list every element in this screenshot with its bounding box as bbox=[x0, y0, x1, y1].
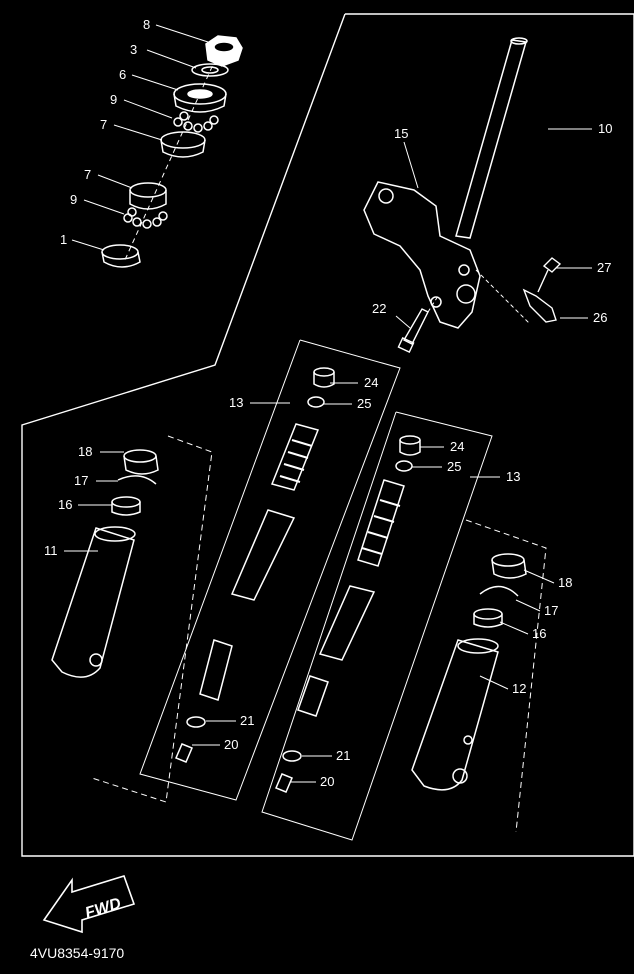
callout-12: 12 bbox=[512, 681, 526, 696]
callout-17: 17 bbox=[544, 603, 558, 618]
bracket-26 bbox=[522, 288, 557, 323]
callout-24: 24 bbox=[364, 375, 378, 390]
right-damper-piece bbox=[297, 675, 329, 717]
right-bolt-20 bbox=[275, 773, 293, 793]
dust-seal-1 bbox=[101, 244, 139, 260]
right-gasket-21 bbox=[282, 750, 302, 762]
callout-11: 11 bbox=[44, 543, 58, 558]
left-gasket-21 bbox=[186, 716, 206, 728]
right-outer-tube-12 bbox=[411, 639, 499, 791]
steering-stem-10 bbox=[455, 39, 527, 239]
right-clip-17 bbox=[479, 585, 519, 597]
assembly-border bbox=[21, 13, 634, 857]
callout-16: 16 bbox=[58, 497, 72, 512]
callout-1: 1 bbox=[60, 232, 67, 247]
fasteners bbox=[397, 257, 562, 353]
right-inner-tube bbox=[318, 585, 376, 661]
right-oil-seal-16 bbox=[473, 608, 503, 620]
lower-bearing-balls-9 bbox=[123, 207, 168, 229]
callout-7: 7 bbox=[100, 117, 107, 132]
leader-lines bbox=[64, 24, 592, 783]
right-inner-tube-parts bbox=[275, 435, 421, 793]
callout-6: 6 bbox=[119, 67, 126, 82]
right-inner-group-border bbox=[261, 411, 493, 841]
left-inner-group-border bbox=[139, 339, 401, 801]
callout-20: 20 bbox=[224, 737, 238, 752]
callout-26: 26 bbox=[593, 310, 607, 325]
right-dust-seal-18 bbox=[491, 553, 525, 567]
callout-21: 21 bbox=[240, 713, 254, 728]
callout-10: 10 bbox=[598, 121, 612, 136]
left-oil-seal-16 bbox=[111, 496, 141, 508]
left-outer-tube-parts bbox=[51, 449, 159, 678]
left-outer-tube-11 bbox=[51, 527, 135, 678]
left-damper-piece bbox=[199, 639, 233, 701]
left-bolt-20 bbox=[175, 743, 193, 763]
callout-9: 9 bbox=[70, 192, 77, 207]
callout-18: 18 bbox=[558, 575, 572, 590]
right-outer-tube-parts bbox=[411, 553, 527, 791]
left-outer-group-border bbox=[91, 435, 213, 803]
bolt-27 bbox=[542, 257, 562, 273]
callout-8: 8 bbox=[143, 17, 150, 32]
upper-race-7 bbox=[160, 131, 206, 149]
right-outer-group-border bbox=[465, 519, 547, 833]
steering-bearing-stack bbox=[101, 35, 243, 268]
callout-3: 3 bbox=[130, 42, 137, 57]
callout-16: 16 bbox=[532, 626, 546, 641]
washer-3 bbox=[191, 63, 229, 77]
left-inner-tube bbox=[230, 509, 296, 601]
callout-27: 27 bbox=[597, 260, 611, 275]
callout-7: 7 bbox=[84, 167, 91, 182]
callout-24: 24 bbox=[450, 439, 464, 454]
callout-21: 21 bbox=[336, 748, 350, 763]
part-code: 4VU8354-9170 bbox=[30, 945, 124, 961]
left-clip-17 bbox=[117, 475, 157, 485]
callout-22: 22 bbox=[372, 301, 386, 316]
left-inner-tube-parts bbox=[175, 367, 335, 763]
under-bracket bbox=[363, 37, 528, 329]
callout-25: 25 bbox=[357, 396, 371, 411]
callout-9: 9 bbox=[110, 92, 117, 107]
callout-20: 20 bbox=[320, 774, 334, 789]
callout-13: 13 bbox=[506, 469, 520, 484]
upper-bearing-balls-9 bbox=[173, 111, 219, 133]
left-dust-seal-18 bbox=[123, 449, 157, 463]
lower-race-7 bbox=[129, 182, 167, 198]
callout-17: 17 bbox=[74, 473, 88, 488]
callout-18: 18 bbox=[78, 444, 92, 459]
fwd-arrow-icon: FWD bbox=[42, 875, 136, 934]
callout-25: 25 bbox=[447, 459, 461, 474]
callout-15: 15 bbox=[394, 126, 408, 141]
callouts: 8 3 6 9 7 7 9 1 15 10 27 26 22 24 13 25 … bbox=[44, 17, 612, 789]
right-fork-spring bbox=[357, 479, 405, 567]
left-fork-spring bbox=[270, 423, 320, 491]
fwd-label: FWD bbox=[83, 895, 123, 922]
callout-13: 13 bbox=[229, 395, 243, 410]
